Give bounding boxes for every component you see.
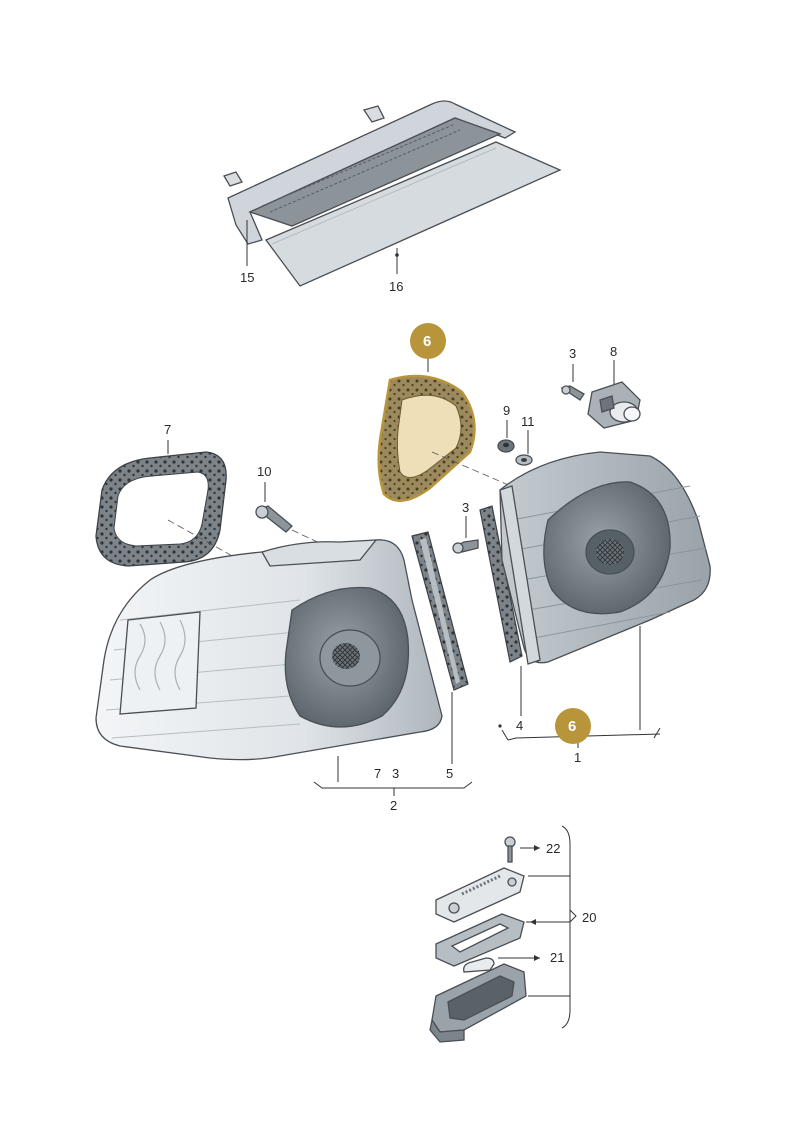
nut-9 bbox=[497, 439, 515, 453]
bulb-21 bbox=[463, 957, 495, 973]
callout-11: 11 bbox=[521, 414, 535, 429]
gasket-5 bbox=[411, 531, 469, 691]
callout-21: 21 bbox=[550, 950, 564, 965]
callout-1: 1 bbox=[574, 750, 581, 765]
callout-6-top[interactable]: 6 bbox=[423, 333, 431, 350]
license-lamp-lens bbox=[435, 867, 525, 923]
seal-7 bbox=[95, 451, 227, 567]
callout-6-bottom-badge[interactable] bbox=[555, 708, 591, 744]
callout-6-top-badge[interactable] bbox=[410, 323, 446, 359]
callout-15: 15 bbox=[240, 270, 254, 285]
callout-8: 8 bbox=[610, 344, 617, 359]
callout-2: 2 bbox=[390, 798, 397, 813]
callout-6-bottom[interactable]: 6 bbox=[568, 718, 576, 735]
callout-22: 22 bbox=[546, 841, 560, 856]
callout-9: 9 bbox=[503, 403, 510, 418]
screw-22 bbox=[504, 836, 516, 863]
callout-3-bulb: 3 bbox=[569, 346, 576, 361]
callout-20: 20 bbox=[582, 910, 596, 925]
callout-16: 16 bbox=[389, 279, 403, 294]
callout-10: 10 bbox=[257, 464, 271, 479]
callout-5: 5 bbox=[446, 766, 453, 781]
callout-3-mid: 3 bbox=[462, 500, 469, 515]
highlighted-gasket-6[interactable] bbox=[377, 374, 476, 502]
inner-tail-light bbox=[499, 451, 711, 665]
screw-3-mid bbox=[452, 539, 479, 554]
callout-7-group: 7 bbox=[374, 766, 381, 781]
license-lamp-seal bbox=[435, 913, 525, 967]
screw-3-bulb bbox=[560, 385, 585, 401]
screw-10 bbox=[255, 505, 293, 533]
license-lamp-housing bbox=[429, 963, 527, 1043]
washer-11 bbox=[515, 454, 533, 466]
callout-4: 4 bbox=[516, 718, 523, 733]
third-brake-light bbox=[223, 100, 562, 287]
callout-3-group: 3 bbox=[392, 766, 399, 781]
callout-7-seal: 7 bbox=[164, 422, 171, 437]
gasket-4 bbox=[479, 505, 523, 663]
bulb-holder-8 bbox=[587, 381, 641, 429]
outer-tail-light bbox=[95, 539, 443, 761]
